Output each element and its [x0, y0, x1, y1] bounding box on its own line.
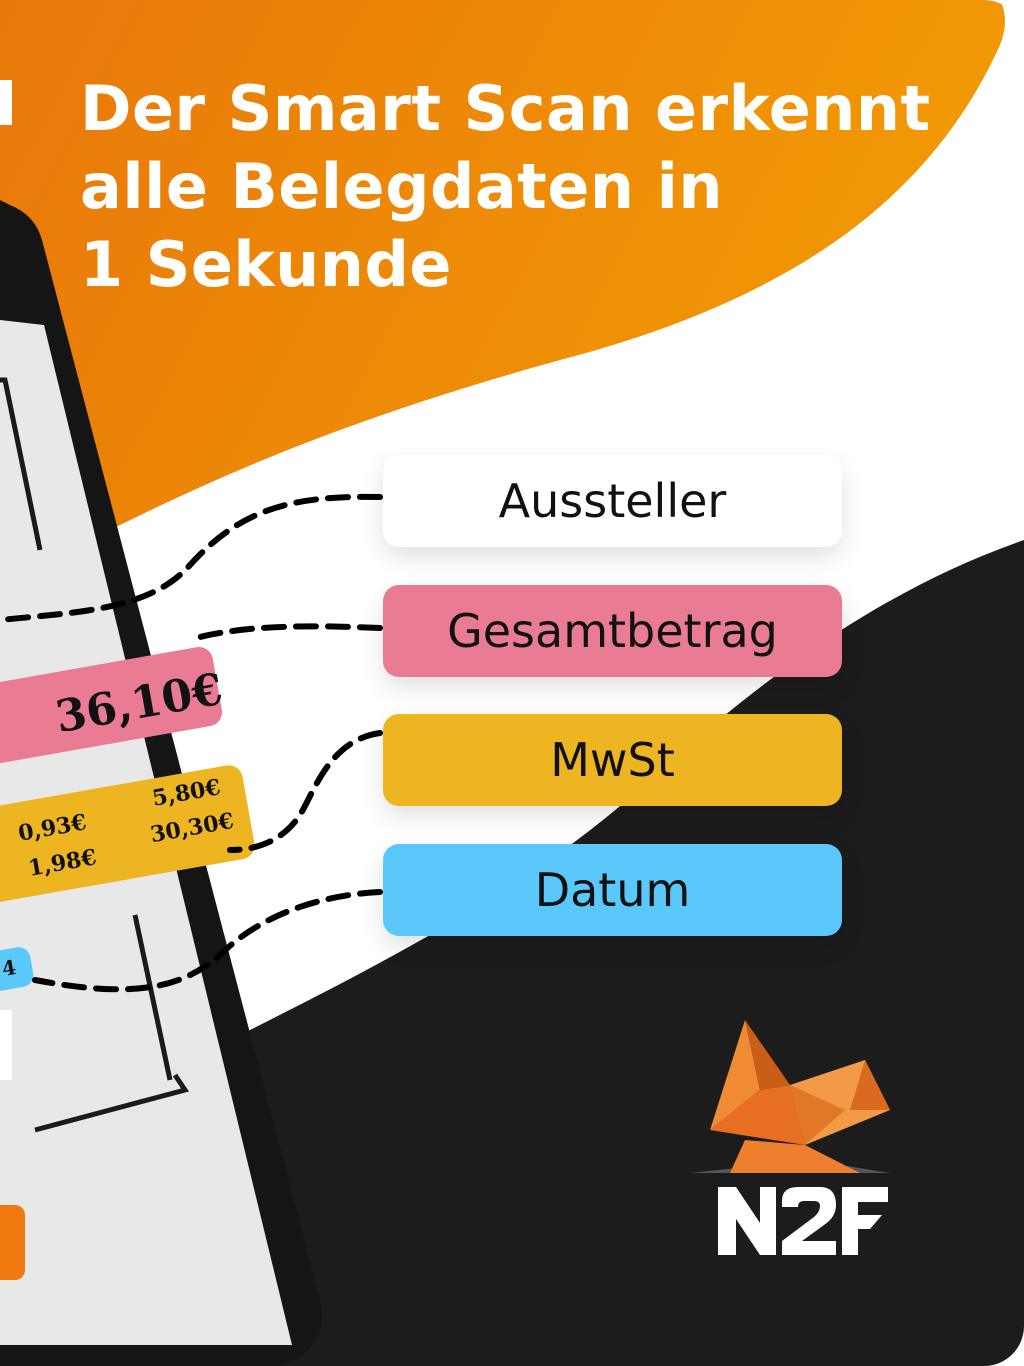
- n2f-logo: N2F: [690, 1015, 900, 1265]
- headline-line-3: 1 Sekunde: [80, 228, 452, 301]
- label-date: Datum: [383, 844, 842, 936]
- tag-vat-bg: [0, 765, 255, 905]
- tag-date-bg: [0, 947, 34, 994]
- origami-horse-icon: [690, 1020, 890, 1255]
- tablet-orange-button: [0, 1205, 25, 1280]
- headline: Der Smart Scan erkennt alle Belegdaten i…: [80, 70, 980, 304]
- headline-line-2: alle Belegdaten in: [80, 150, 723, 223]
- tag-total-bg: [0, 647, 223, 767]
- connector-vat: [227, 730, 383, 853]
- orange-wave: [0, 0, 1005, 580]
- connector-date: [32, 889, 383, 993]
- label-vat: MwSt: [383, 714, 842, 806]
- label-issuer: Aussteller: [383, 455, 842, 547]
- receipt-outline: [0, 377, 190, 1133]
- headline-line-1: Der Smart Scan erkennt: [80, 72, 931, 145]
- n2f-wordmark: [718, 1187, 888, 1255]
- label-total: Gesamtbetrag: [383, 585, 842, 677]
- receipt-paper: [0, 1010, 12, 1080]
- connector-total: [197, 623, 383, 640]
- connector-lines: [0, 493, 383, 993]
- connector-issuer: [0, 493, 383, 623]
- accent-bar: [0, 80, 12, 125]
